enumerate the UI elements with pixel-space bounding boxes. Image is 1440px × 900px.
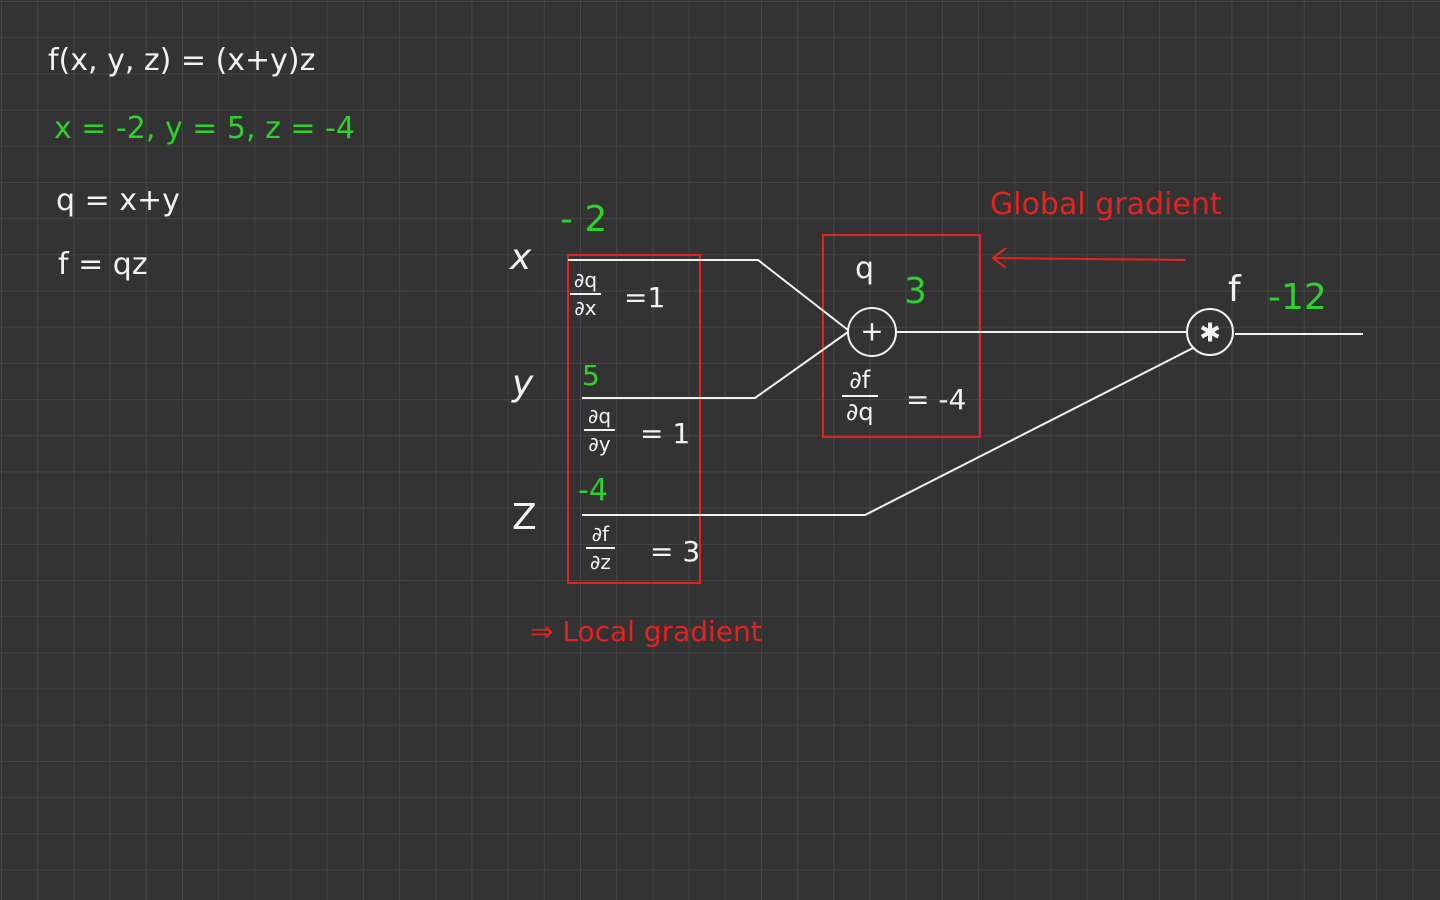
dq-dx-numerator: ∂q [574,268,598,292]
dq-dx-value: =1 [624,281,666,314]
df-dz-fraction: ∂f ∂z [586,524,615,572]
f-definition: f = qz [58,247,148,282]
f-label: f [1228,269,1241,310]
q-definition: q = x+y [56,183,180,218]
input-label-z: Z [512,497,537,538]
y-value: 5 [582,359,600,392]
add-node-circle [847,307,897,357]
df-dz-value: = 3 [650,535,701,568]
df-dz-numerator: ∂f [591,522,610,546]
plus-icon: + [860,314,884,348]
fraction-bar [842,395,878,397]
multiply-icon: ✱ [1199,318,1221,349]
input-label-y: y [512,363,534,404]
input-label-x: x [510,237,532,278]
q-value: 3 [904,271,927,312]
function-definition: f(x, y, z) = (x+y)z [48,43,316,78]
fraction-bar [570,293,602,295]
dq-dx-fraction: ∂q ∂x [570,268,602,320]
df-dq-denominator: ∂q [846,398,874,426]
local-gradient-annotation: ⇒ Local gradient [530,615,762,648]
f-value: -12 [1268,277,1327,318]
dq-dy-numerator: ∂q [588,404,612,428]
z-value: -4 [578,473,608,508]
local-gradient-box [567,254,701,584]
fraction-bar [584,429,616,431]
x-wire [568,259,849,331]
global-gradient-arrow [991,247,1187,269]
df-dq-numerator: ∂f [849,366,871,394]
global-gradient-box [822,234,981,438]
x-value: - 2 [560,199,608,240]
mul-node-circle [1186,308,1234,356]
y-wire [582,331,849,399]
df-dq-value: = -4 [906,383,967,416]
input-values: x = -2, y = 5, z = -4 [54,111,355,146]
dq-dx-denominator: ∂x [574,296,597,320]
df-dz-denominator: ∂z [590,550,611,574]
q-label: q [855,251,875,286]
global-gradient-annotation: Global gradient [990,187,1222,222]
dq-dy-value: = 1 [640,417,691,450]
fraction-bar [586,547,615,549]
z-wire [582,347,1194,516]
df-dq-fraction: ∂f ∂q [842,368,878,424]
dq-dy-denominator: ∂y [588,432,611,456]
dq-dy-fraction: ∂q ∂y [584,404,616,456]
